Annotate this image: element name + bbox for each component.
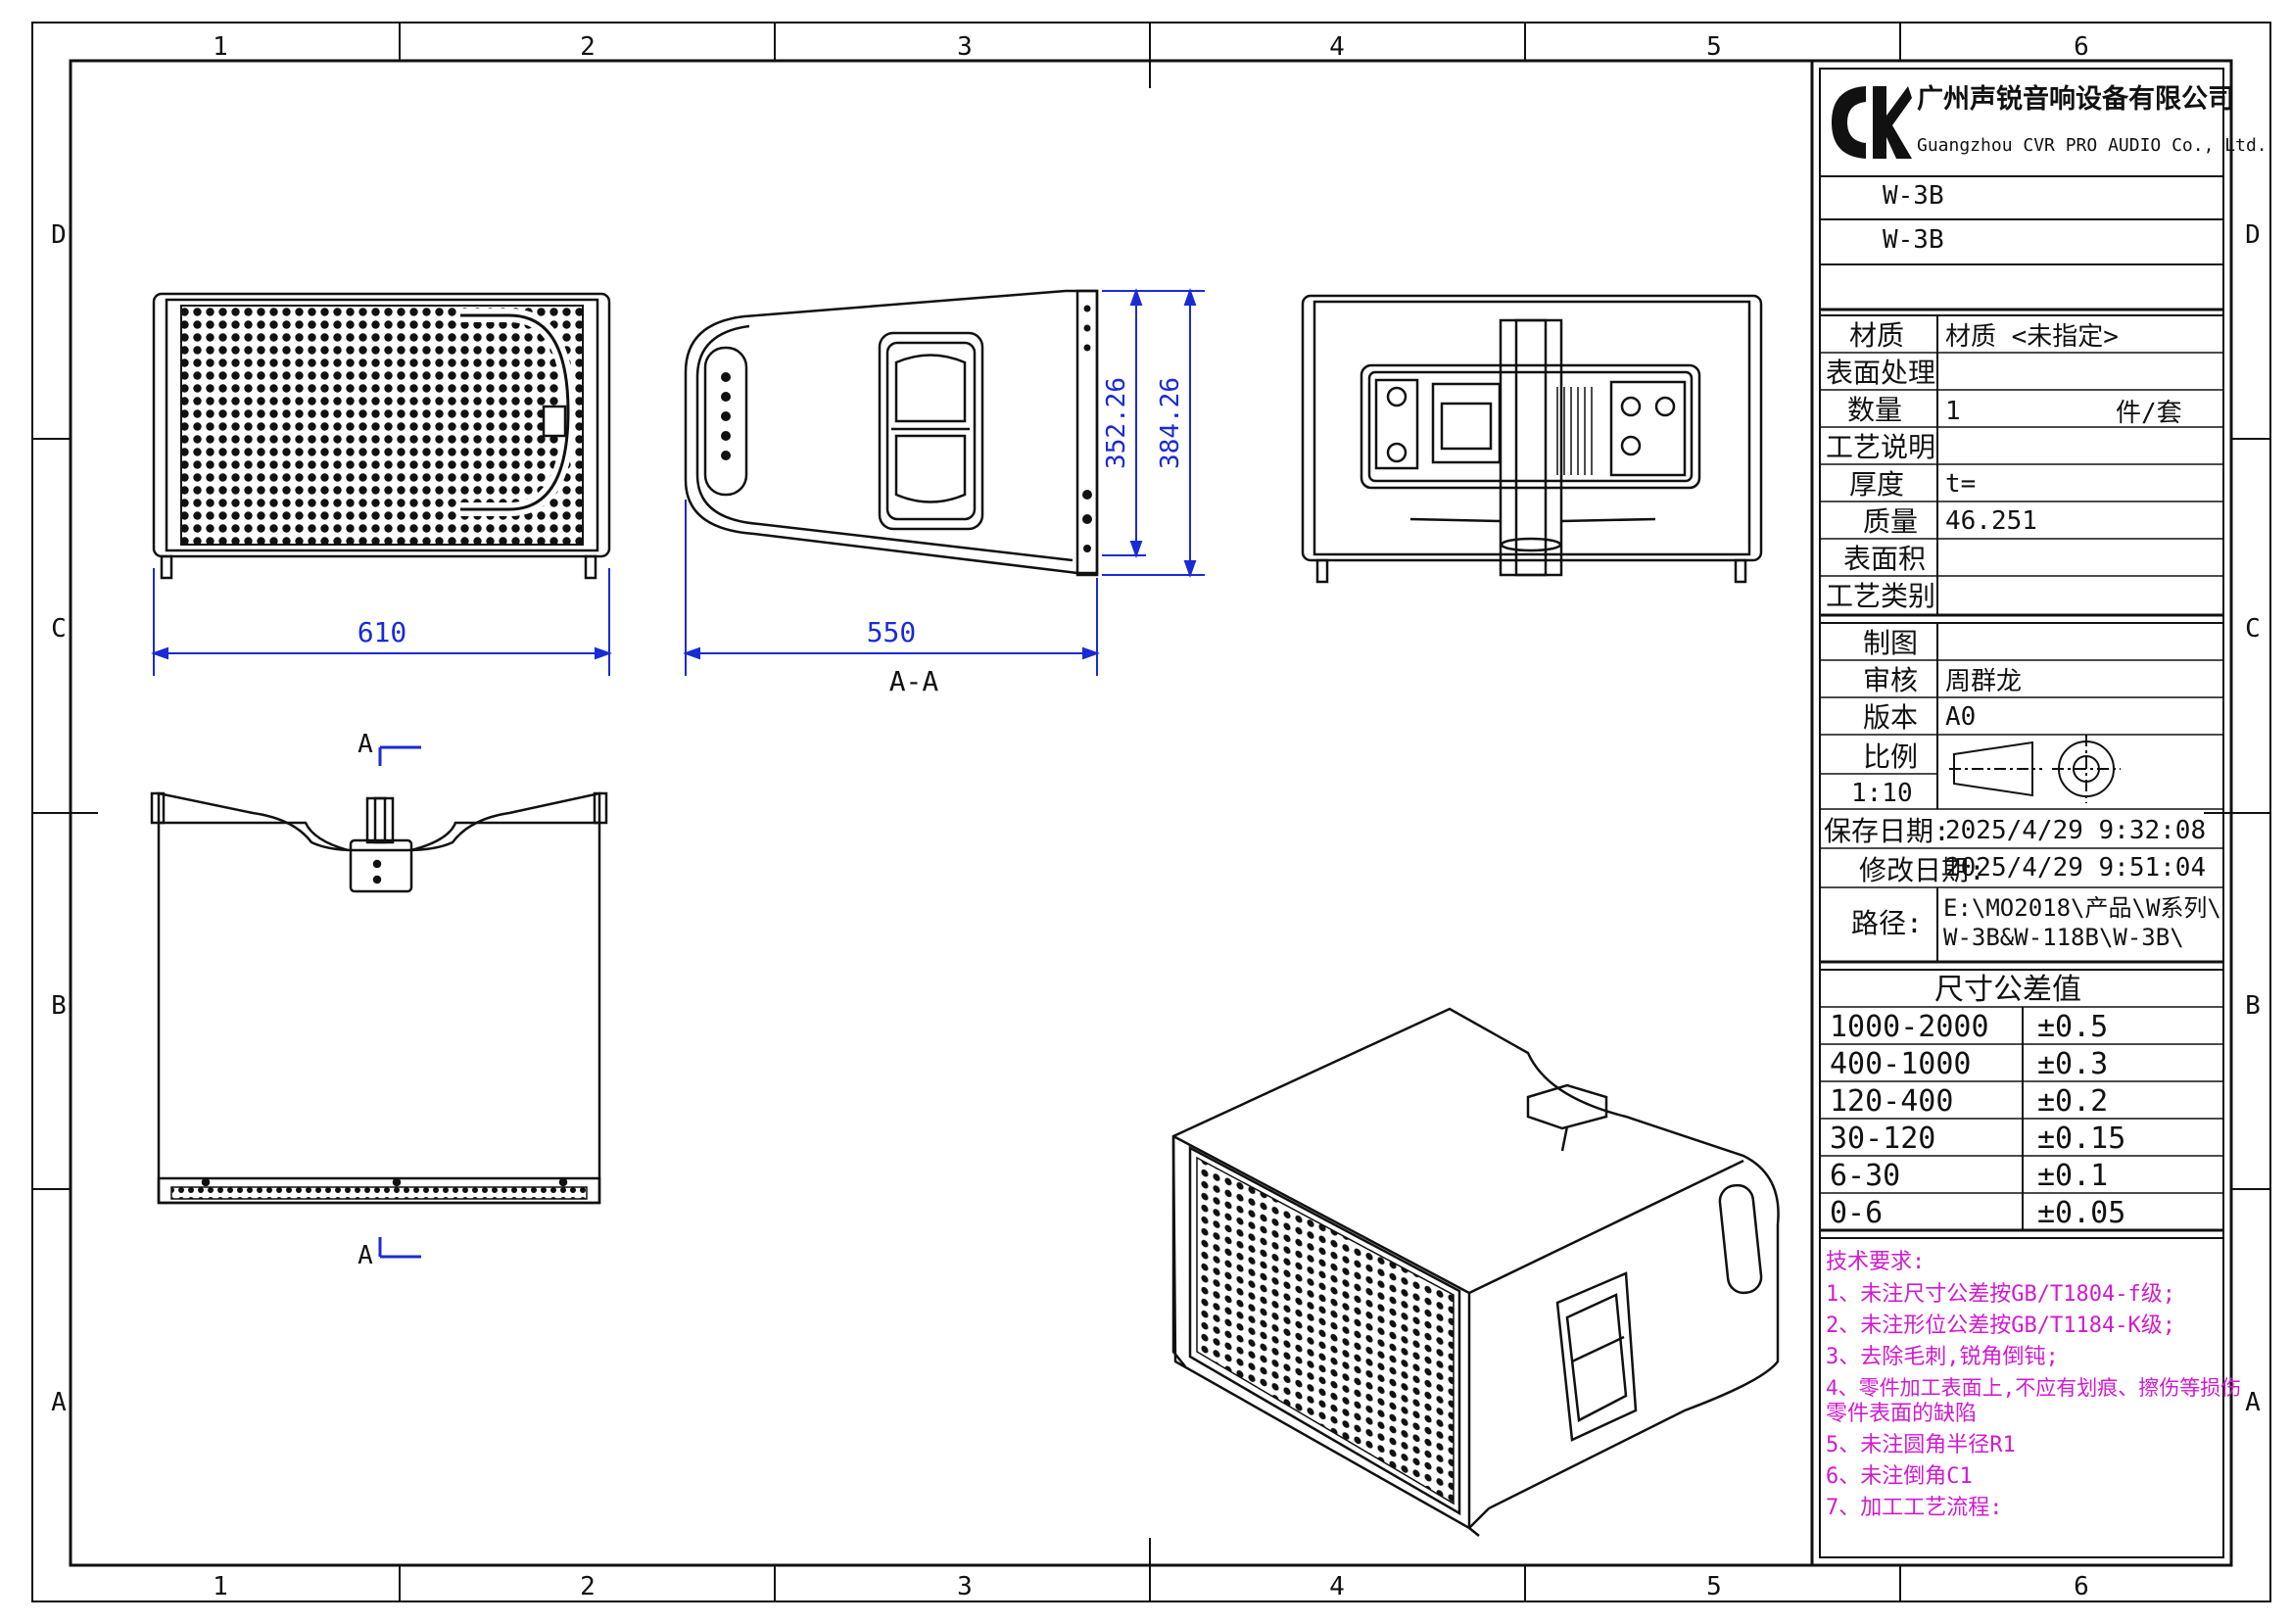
tech-req-item-4b: 零件表面的缺陷 <box>1826 1402 1977 1426</box>
tolerance-range-2: 400-1000 <box>1830 1047 1972 1081</box>
tech-req-title: 技术要求: <box>1826 1250 1925 1274</box>
quantity-label: 数量 <box>1847 394 1902 426</box>
zone-col-6-top: 6 <box>2074 32 2089 62</box>
height-dimensions <box>1102 288 1205 578</box>
zone-col-2-bottom: 2 <box>580 1572 596 1601</box>
tolerance-range-5: 6-30 <box>1830 1159 1900 1193</box>
modified-date-label: 修改日期: <box>1859 854 1985 886</box>
thickness-label: 厚度 <box>1849 468 1904 501</box>
zone-col-5-bottom: 5 <box>1706 1572 1722 1601</box>
tolerance-value-6: ±0.05 <box>2037 1196 2125 1230</box>
section-marker-top-label: A <box>358 730 373 759</box>
tech-req-item-3: 3、去除毛刺,锐角倒钝; <box>1826 1345 2059 1369</box>
section-marker-top <box>378 745 421 766</box>
tolerance-range-3: 120-400 <box>1830 1084 1953 1119</box>
quantity-value: 1 <box>1945 397 1961 426</box>
drafter-label: 制图 <box>1863 627 1918 659</box>
reviewer-label: 审核 <box>1863 664 1918 696</box>
zone-col-1-bottom: 1 <box>213 1572 228 1601</box>
zone-col-1-top: 1 <box>213 32 228 62</box>
zone-row-c-left: C <box>51 614 67 644</box>
zone-col-3-top: 3 <box>957 32 973 62</box>
mass-value: 46.251 <box>1945 506 2037 536</box>
side-depth-dimension <box>683 500 1100 676</box>
section-marker-bottom <box>378 1237 421 1259</box>
height-inner-label: 352.26 <box>1102 377 1131 469</box>
zone-row-b-left: B <box>51 991 67 1021</box>
side-view <box>684 289 1099 577</box>
company-name-cn: 广州声锐音响设备有限公司 <box>1917 83 2234 115</box>
title-block-frame <box>1810 59 2233 1567</box>
material-label: 材质 <box>1849 319 1904 352</box>
section-marker-bottom-label: A <box>358 1241 373 1270</box>
version-value: A0 <box>1945 702 1976 732</box>
tolerance-title: 尺寸公差值 <box>1934 973 2081 1007</box>
section-aa-label: A-A <box>889 665 939 697</box>
zone-col-6-bottom: 6 <box>2074 1572 2089 1601</box>
tolerance-value-5: ±0.1 <box>2037 1159 2108 1193</box>
tolerance-range-4: 30-120 <box>1830 1122 1935 1156</box>
front-view <box>152 292 611 580</box>
version-label: 版本 <box>1863 701 1918 734</box>
front-width-dimension <box>151 568 612 676</box>
height-outer-label: 384.26 <box>1156 377 1185 469</box>
reviewer-value: 周群龙 <box>1945 667 2022 696</box>
tolerance-value-4: ±0.15 <box>2037 1122 2125 1156</box>
saved-date-label: 保存日期: <box>1824 815 1950 847</box>
path-line-2: W-3B&W-118B\W-3B\ <box>1943 924 2184 951</box>
isometric-view <box>1171 1007 1780 1537</box>
zone-col-5-top: 5 <box>1706 32 1722 62</box>
surface-area-label: 表面积 <box>1843 543 1926 575</box>
saved-date-value: 2025/4/29 9:32:08 <box>1945 816 2206 845</box>
tech-req-item-7: 7、加工工艺流程: <box>1826 1496 2003 1520</box>
zone-col-4-bottom: 4 <box>1329 1572 1345 1601</box>
zone-col-4-top: 4 <box>1329 32 1345 62</box>
modified-date-value: 2025/4/29 9:51:04 <box>1945 853 2206 883</box>
path-line-1: E:\MO2018\产品\W系列\ <box>1943 894 2221 922</box>
tech-req-item-1: 1、未注尺寸公差按GB/T1804-f级; <box>1826 1282 2175 1307</box>
zone-row-d-left: D <box>51 220 67 250</box>
part-number: W-3B <box>1883 225 1944 255</box>
tolerance-range-1: 1000-2000 <box>1830 1010 1989 1044</box>
zone-row-a-left: A <box>51 1388 67 1417</box>
tech-req-item-2: 2、未注形位公差按GB/T1184-K级; <box>1826 1314 2175 1338</box>
part-name: W-3B <box>1883 181 1944 211</box>
tolerance-value-3: ±0.2 <box>2037 1084 2108 1119</box>
path-label: 路径: <box>1851 907 1923 939</box>
front-width-label: 610 <box>358 616 407 648</box>
tolerance-range-6: 0-6 <box>1830 1196 1883 1230</box>
scale-label: 比例 <box>1863 740 1918 773</box>
zone-row-c-right: C <box>2245 614 2261 644</box>
company-name-en: Guangzhou CVR PRO AUDIO Co., Ltd. <box>1917 135 2267 156</box>
tech-req-item-6: 6、未注倒角C1 <box>1826 1464 1973 1489</box>
process-note-label: 工艺说明 <box>1826 431 1935 463</box>
top-view <box>150 791 608 1205</box>
zone-col-2-top: 2 <box>580 32 596 62</box>
tech-req-item-5: 5、未注圆角半径R1 <box>1826 1433 2016 1457</box>
tolerance-value-2: ±0.3 <box>2037 1047 2108 1081</box>
company-logo-icon <box>1830 82 1914 163</box>
rear-view <box>1301 294 1763 584</box>
projection-symbol-icon <box>1949 735 2121 803</box>
zone-row-b-right: B <box>2245 991 2261 1021</box>
thickness-value: t= <box>1945 469 1976 499</box>
zone-row-a-right: A <box>2245 1388 2261 1417</box>
zone-row-d-right: D <box>2245 220 2261 250</box>
zone-col-3-bottom: 3 <box>957 1572 973 1601</box>
side-depth-label: 550 <box>867 616 917 648</box>
quantity-unit: 件/套 <box>2116 399 2182 428</box>
tolerance-value-1: ±0.5 <box>2037 1010 2108 1044</box>
tech-req-item-4: 4、零件加工表面上,不应有划痕、擦伤等损伤 <box>1826 1376 2241 1400</box>
scale-value: 1:10 <box>1851 779 1913 808</box>
surface-treatment-label: 表面处理 <box>1826 357 1935 389</box>
material-value: 材质 <未指定> <box>1945 322 2119 352</box>
mass-label: 质量 <box>1863 505 1918 538</box>
process-category-label: 工艺类别 <box>1826 580 1935 612</box>
